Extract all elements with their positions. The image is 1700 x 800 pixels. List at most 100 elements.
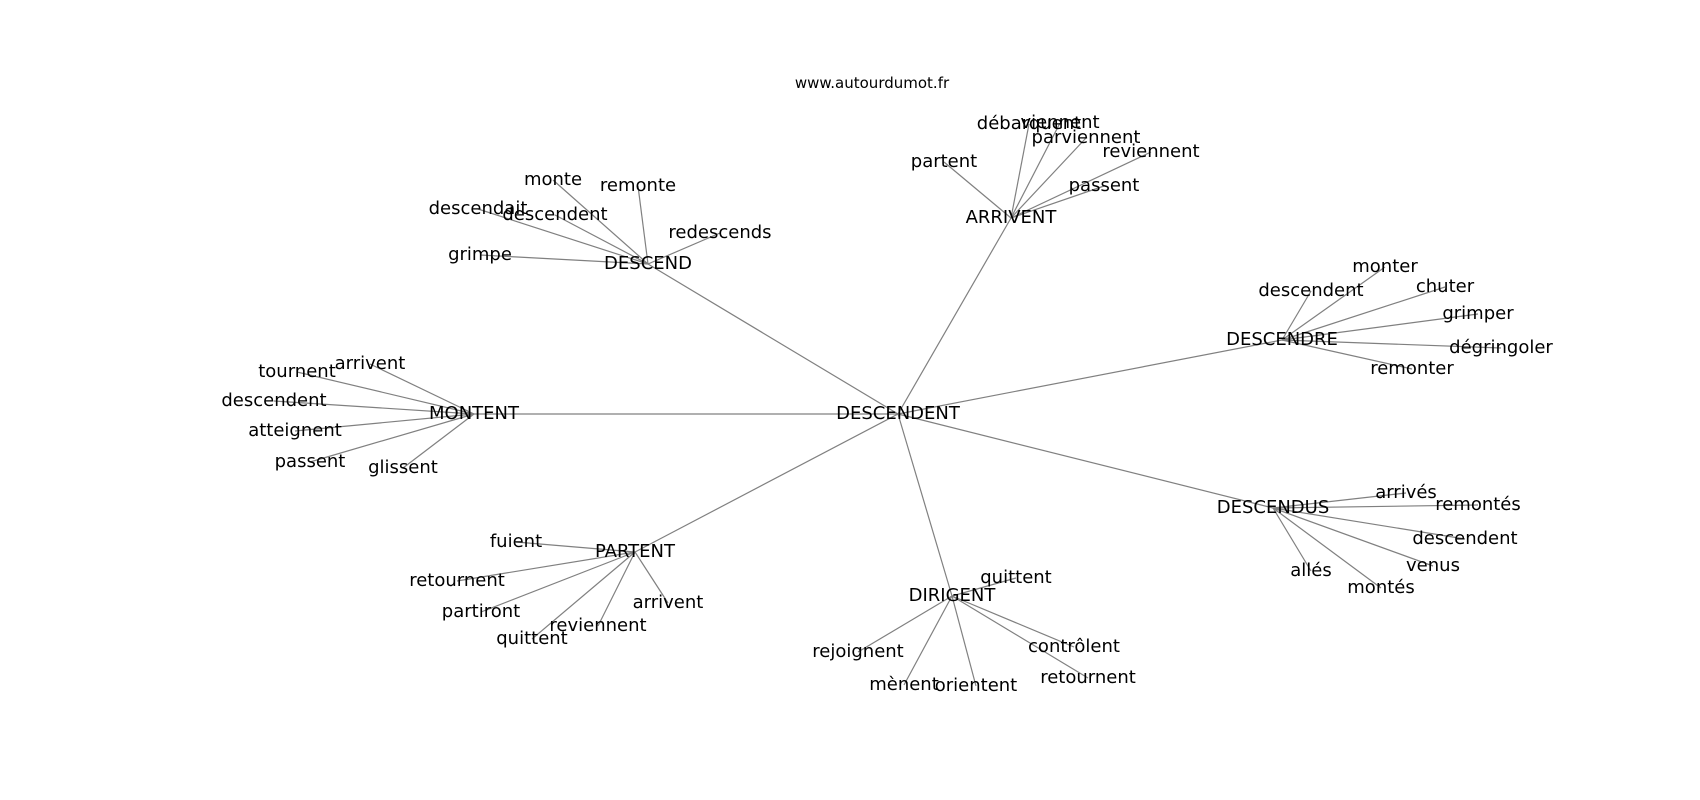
leaf-node-descendus-5: montés	[1347, 577, 1414, 598]
edge-dirigent-leaf-1	[951, 595, 1075, 648]
edge-arrivent-leaf-3	[1010, 151, 1152, 219]
leaf-node-arrivent-4: partent	[911, 151, 977, 172]
edge-dirigent-leaf-0	[951, 577, 1017, 597]
leaf-node-arrivent-3: reviennent	[1102, 141, 1199, 162]
leaf-node-descendre-1: descendent	[1258, 280, 1363, 301]
edge-descend-leaf-2	[477, 208, 649, 265]
hub-node-descendus: DESCENDUS	[1217, 497, 1330, 518]
edge-descendus-leaf-1	[1272, 504, 1479, 509]
edge-arrivent-leaf-2	[1010, 137, 1087, 219]
leaf-node-montent-5: glissent	[368, 457, 438, 478]
leaf-node-partent-0: fuient	[490, 531, 542, 552]
edge-partent-leaf-3	[634, 551, 669, 604]
edge-montent-leaf-2	[273, 400, 475, 415]
edge-dirigent-leaf-4	[903, 595, 953, 686]
leaf-node-descendus-0: arrivés	[1375, 482, 1437, 503]
hub-node-dirigent: DIRIGENT	[909, 585, 997, 606]
edge-descendus-leaf-0	[1272, 492, 1407, 509]
edge-center-partent	[634, 413, 899, 553]
hub-node-partent: PARTENT	[595, 541, 676, 562]
leaf-node-arrivent-5: passent	[1069, 175, 1140, 196]
leaf-node-montent-1: arrivent	[335, 353, 406, 374]
edge-montent-leaf-5	[402, 413, 475, 469]
leaf-node-dirigent-2: rejoignent	[812, 641, 903, 662]
leaf-node-partent-2: partiront	[442, 601, 520, 622]
leaf-node-dirigent-1: contrôlent	[1028, 636, 1120, 657]
center-node-label: DESCENDENT	[836, 403, 961, 424]
edges-layer	[273, 122, 1502, 687]
edge-partent-leaf-0	[515, 541, 636, 553]
edge-center-descend	[647, 263, 899, 415]
edge-descend-leaf-5	[479, 254, 649, 265]
edge-arrivent-leaf-1	[1010, 122, 1061, 219]
leaf-node-arrivent-0: débarquent	[977, 113, 1081, 134]
edge-descendre-leaf-2	[1281, 286, 1446, 341]
edge-center-descendre	[897, 339, 1283, 415]
leaf-node-montent-3: atteignent	[248, 420, 342, 441]
edge-descendre-leaf-4	[1281, 339, 1502, 349]
leaf-node-partent-1: retournent	[409, 570, 505, 591]
edge-montent-leaf-0	[296, 371, 475, 415]
leaf-node-descend-5: grimpe	[448, 244, 512, 265]
leaf-node-montent-2: descendent	[221, 390, 326, 411]
edge-descendus-leaf-2	[1272, 507, 1466, 540]
edge-arrivent-leaf-5	[1010, 185, 1105, 219]
leaf-node-descendus-4: allés	[1290, 560, 1331, 581]
edge-dirigent-leaf-3	[951, 595, 1089, 679]
edge-descendre-leaf-1	[1281, 290, 1312, 341]
leaf-node-dirigent-3: retournent	[1040, 667, 1136, 688]
edge-descendus-leaf-5	[1272, 507, 1382, 589]
edge-descend-leaf-1	[637, 185, 649, 265]
hub-node-descend: DESCEND	[604, 253, 692, 274]
edge-center-arrivent	[897, 217, 1012, 415]
leaf-node-partent-4: reviennent	[549, 615, 646, 636]
edge-montent-leaf-4	[309, 413, 475, 463]
leaf-node-descendre-5: remonter	[1370, 358, 1454, 379]
edge-descendus-leaf-4	[1272, 507, 1312, 572]
edge-montent-leaf-3	[294, 413, 475, 432]
edge-center-descendus	[897, 413, 1274, 509]
edge-descendus-leaf-3	[1272, 507, 1434, 567]
edge-descendre-leaf-5	[1281, 339, 1413, 370]
leaf-node-partent-3: arrivent	[633, 592, 704, 613]
edge-partent-leaf-2	[480, 551, 636, 613]
leaf-node-descend-4: redescends	[668, 222, 771, 243]
leaf-node-descend-3: descendent	[502, 204, 607, 225]
edge-montent-leaf-1	[369, 363, 475, 415]
leaf-node-descendus-3: venus	[1406, 555, 1460, 576]
edge-partent-leaf-1	[456, 551, 636, 582]
edge-descendre-leaf-3	[1281, 313, 1479, 341]
leaf-node-arrivent-2: parviennent	[1032, 127, 1141, 148]
leaf-node-arrivent-1: viennent	[1020, 112, 1099, 133]
edge-dirigent-leaf-5	[951, 595, 977, 687]
edge-descendre-leaf-0	[1281, 266, 1386, 341]
leaf-node-descend-1: remonte	[600, 175, 676, 196]
leaf-node-descendre-4: dégringoler	[1449, 337, 1553, 358]
edge-partent-leaf-5	[531, 551, 636, 640]
leaf-node-descendre-2: chuter	[1416, 276, 1475, 297]
leaf-node-descend-2: descendait	[429, 198, 528, 219]
leaf-node-montent-4: passent	[275, 451, 346, 472]
edge-descend-leaf-0	[552, 179, 649, 265]
leaf-node-partent-5: quittent	[496, 628, 568, 649]
leaf-node-descendus-1: remontés	[1435, 494, 1521, 515]
leaf-node-montent-0: tournent	[258, 361, 336, 382]
edge-descend-leaf-3	[554, 214, 649, 265]
leaf-node-dirigent-5: orientent	[935, 675, 1018, 696]
edge-arrivent-leaf-0	[1010, 123, 1030, 219]
leaf-node-dirigent-4: mènent	[869, 674, 939, 695]
edge-arrivent-leaf-4	[943, 161, 1012, 219]
site-url: www.autourdumot.fr	[795, 74, 950, 92]
leaf-node-descendre-3: grimper	[1442, 303, 1514, 324]
hub-node-descendre: DESCENDRE	[1226, 329, 1338, 350]
hub-node-arrivent: ARRIVENT	[966, 207, 1058, 228]
edge-dirigent-leaf-2	[857, 595, 953, 653]
leaf-node-descendus-2: descendent	[1412, 528, 1517, 549]
edge-descend-leaf-4	[647, 232, 721, 265]
hub-node-montent: MONTENT	[429, 403, 520, 424]
edge-partent-leaf-4	[597, 551, 636, 627]
edge-center-dirigent	[897, 413, 953, 597]
leaf-node-descend-0: monte	[524, 169, 582, 190]
